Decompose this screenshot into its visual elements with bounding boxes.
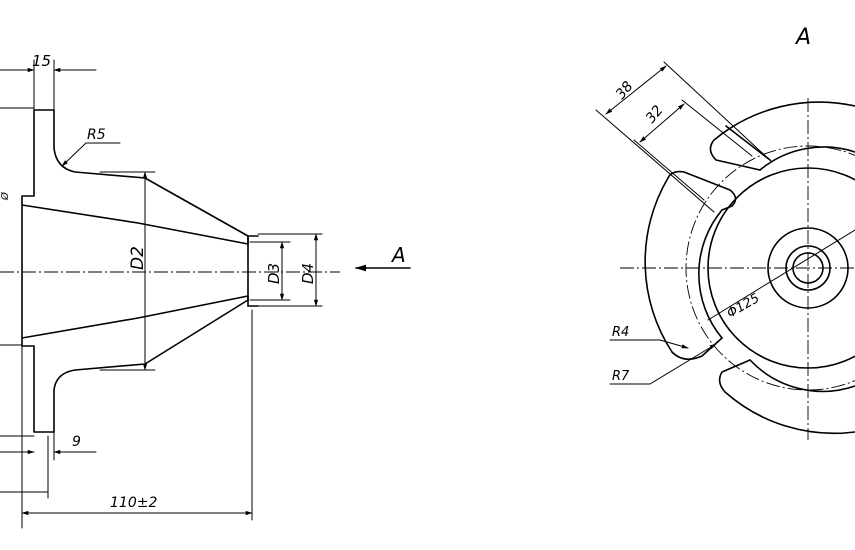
view-arrow-label: A	[390, 243, 406, 267]
d32-ext-right	[681, 99, 753, 157]
view-a-title: A	[794, 25, 811, 50]
d38-ext-left	[595, 109, 715, 213]
upper-wall-section	[21, 109, 249, 245]
slot-bottom	[671, 337, 751, 393]
view-a: A Φ125 38 32	[595, 25, 855, 440]
slot-left	[667, 170, 737, 211]
lug-rim-bottom	[749, 359, 855, 393]
d32-ext-left	[633, 139, 705, 201]
d32-dim-line	[639, 103, 685, 143]
lug-rim-left	[698, 209, 723, 339]
lug-rim-top	[759, 146, 855, 171]
d38-dim-line	[605, 65, 667, 115]
label-d4: D4	[299, 263, 317, 284]
label-110: 110±2	[110, 495, 157, 511]
circle-phi125	[707, 167, 855, 369]
label-d2: D2	[128, 246, 148, 270]
hub-inner-circle	[785, 245, 831, 291]
d38-ext-right	[663, 61, 773, 163]
label-15: 15	[32, 52, 51, 70]
label-32: 32	[643, 103, 667, 127]
partial-label-left: Ø	[0, 191, 11, 201]
lower-wall-section	[21, 295, 249, 433]
label-r5: R5	[87, 127, 106, 143]
bolt-circle	[685, 145, 855, 391]
section-view: D2 D3 D4 15 R5 Ø 9 110±2	[0, 52, 411, 529]
label-phi125: Φ125	[725, 291, 763, 322]
r4-leader	[659, 339, 689, 349]
label-d3: D3	[265, 263, 283, 284]
label-9: 9	[72, 434, 81, 450]
outer-arc-top	[713, 101, 855, 141]
r5-leader	[61, 142, 87, 167]
outer-arc-left	[644, 177, 673, 353]
label-r4: R4	[612, 325, 629, 340]
label-38: 38	[613, 79, 637, 103]
label-r7: R7	[612, 369, 630, 384]
phi125-dim-line	[707, 229, 855, 321]
hub-outer-circle	[767, 227, 849, 309]
outer-arc-bottom	[724, 391, 855, 435]
r7-leader	[649, 343, 717, 385]
